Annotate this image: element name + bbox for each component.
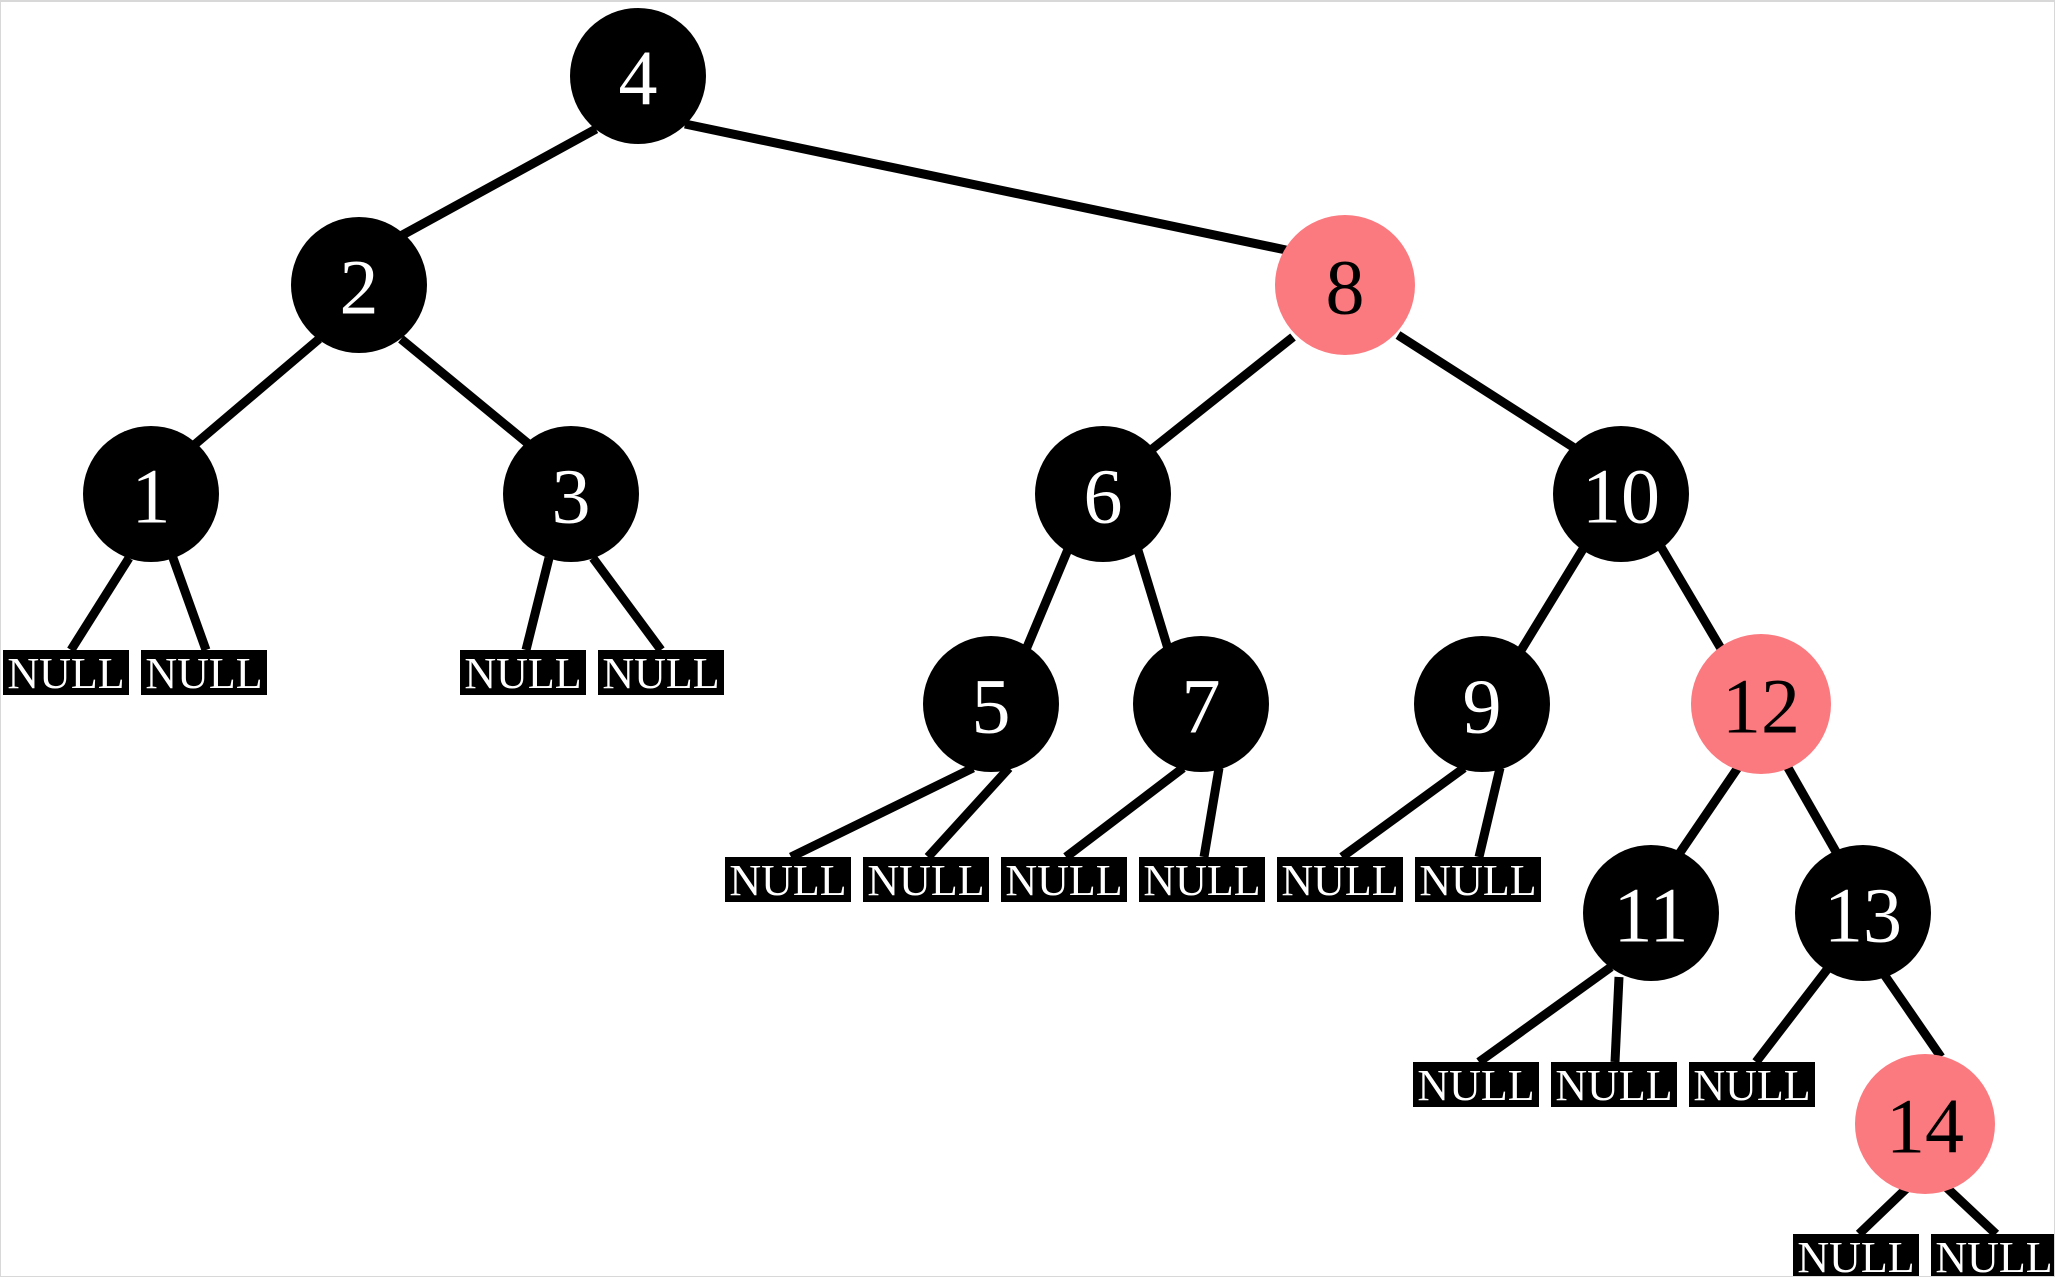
null-box-rect bbox=[1413, 1062, 1539, 1107]
tree-node-13[interactable]: 13 bbox=[1795, 845, 1931, 981]
null-leaf-box: NULL bbox=[1415, 856, 1541, 905]
tree-node-4[interactable]: 4 bbox=[570, 8, 706, 144]
tree-edge-n9-to-null10 bbox=[1474, 766, 1505, 859]
tree-edge-n10-to-n9 bbox=[1516, 546, 1587, 655]
null-box-rect bbox=[141, 650, 267, 695]
tree-node-3[interactable]: 3 bbox=[503, 426, 639, 562]
null-box-rect bbox=[863, 857, 989, 902]
null-box-rect bbox=[3, 650, 129, 695]
node-circle[interactable] bbox=[1133, 636, 1269, 772]
tree-node-8[interactable]: 8 bbox=[1275, 215, 1415, 355]
tree-node-11[interactable]: 11 bbox=[1583, 845, 1719, 981]
null-leaf-box: NULL bbox=[1551, 1061, 1677, 1110]
tree-edge-n13-to-n14 bbox=[1877, 967, 1945, 1060]
tree-edge-n5-to-null6 bbox=[924, 764, 1013, 861]
null-leaf-box: NULL bbox=[460, 649, 586, 698]
node-circle[interactable] bbox=[1275, 215, 1415, 355]
node-circle[interactable] bbox=[83, 426, 219, 562]
null-box-rect bbox=[460, 650, 586, 695]
tree-edge-n2-to-n3 bbox=[398, 335, 534, 450]
null-box-rect bbox=[1001, 857, 1127, 902]
tree-edge-n7-to-null8 bbox=[1199, 767, 1224, 858]
tree-edge-n5-to-null5 bbox=[789, 763, 975, 862]
tree-edge-n1-to-null1 bbox=[67, 555, 133, 653]
tree-edge-n6-to-n5 bbox=[1020, 545, 1074, 654]
node-circle[interactable] bbox=[1855, 1054, 1995, 1194]
null-box-rect bbox=[1415, 857, 1541, 902]
tree-edge-n14-to-null15 bbox=[1942, 1183, 2000, 1238]
node-circle[interactable] bbox=[1583, 845, 1719, 981]
tree-node-5[interactable]: 5 bbox=[923, 636, 1059, 772]
tree-node-6[interactable]: 6 bbox=[1035, 426, 1171, 562]
null-leaf-box: NULL bbox=[1139, 856, 1265, 905]
null-leaf-box: NULL bbox=[141, 649, 267, 698]
node-circle[interactable] bbox=[1795, 845, 1931, 981]
tree-node-10[interactable]: 10 bbox=[1553, 426, 1689, 562]
null-leaf-box: NULL bbox=[598, 649, 724, 698]
tree-node-1[interactable]: 1 bbox=[83, 426, 219, 562]
tree-edge-n3-to-null4 bbox=[589, 555, 665, 653]
tree-edge-n6-to-n7 bbox=[1132, 545, 1174, 654]
null-box-rect bbox=[1931, 1234, 2054, 1276]
null-leaf-box: NULL bbox=[863, 856, 989, 905]
null-leaf-box: NULL bbox=[1413, 1061, 1539, 1110]
tree-edge-n9-to-null9 bbox=[1339, 764, 1467, 861]
null-box-rect bbox=[1139, 857, 1265, 902]
tree-edge-n8-to-n10 bbox=[1395, 331, 1579, 453]
null-box-rect bbox=[1277, 857, 1403, 902]
tree-edge-n12-to-n13 bbox=[1783, 763, 1843, 860]
tree-edge-n14-to-null14 bbox=[1855, 1183, 1912, 1238]
edges-layer bbox=[67, 119, 2000, 1238]
tree-node-7[interactable]: 7 bbox=[1133, 636, 1269, 772]
node-circle[interactable] bbox=[1691, 634, 1831, 774]
tree-edge-n11-to-null12 bbox=[1610, 976, 1624, 1063]
tree-node-2[interactable]: 2 bbox=[291, 217, 427, 353]
tree-edge-n10-to-n12 bbox=[1657, 544, 1727, 655]
null-box-rect bbox=[1689, 1062, 1815, 1107]
tree-edge-n1-to-null2 bbox=[168, 556, 211, 652]
tree-edge-n8-to-n6 bbox=[1148, 333, 1296, 454]
null-leaf-box: NULL bbox=[725, 856, 851, 905]
tree-node-14[interactable]: 14 bbox=[1855, 1054, 1995, 1194]
node-circle[interactable] bbox=[1553, 426, 1689, 562]
node-circle[interactable] bbox=[1414, 636, 1550, 772]
tree-edge-n4-to-n8 bbox=[684, 119, 1287, 255]
node-circle[interactable] bbox=[1035, 426, 1171, 562]
tree-edge-n2-to-n1 bbox=[190, 335, 322, 450]
null-box-rect bbox=[725, 857, 851, 902]
null-leaf-box: NULL bbox=[1793, 1233, 1919, 1276]
tree-edge-n7-to-null7 bbox=[1063, 764, 1186, 861]
tree-edge-n11-to-null11 bbox=[1476, 963, 1614, 1066]
tree-edge-n13-to-null13 bbox=[1752, 964, 1833, 1065]
node-circle[interactable] bbox=[570, 8, 706, 144]
null-leaf-box: NULL bbox=[1931, 1233, 2054, 1276]
null-leaf-box: NULL bbox=[1001, 856, 1127, 905]
tree-edge-n12-to-n11 bbox=[1673, 763, 1743, 860]
null-box-rect bbox=[1793, 1234, 1919, 1276]
null-box-rect bbox=[598, 650, 724, 695]
tree-node-12[interactable]: 12 bbox=[1691, 634, 1831, 774]
tree-node-9[interactable]: 9 bbox=[1414, 636, 1550, 772]
node-circle[interactable] bbox=[291, 217, 427, 353]
null-leaf-box: NULL bbox=[1689, 1061, 1815, 1110]
tree-edge-n4-to-n2 bbox=[394, 125, 599, 242]
node-circle[interactable] bbox=[923, 636, 1059, 772]
null-leaf-box: NULL bbox=[3, 649, 129, 698]
null-box-rect bbox=[1551, 1062, 1677, 1107]
tree-edge-n3-to-null3 bbox=[521, 556, 554, 652]
null-leaf-box: NULL bbox=[1277, 856, 1403, 905]
node-circle[interactable] bbox=[503, 426, 639, 562]
